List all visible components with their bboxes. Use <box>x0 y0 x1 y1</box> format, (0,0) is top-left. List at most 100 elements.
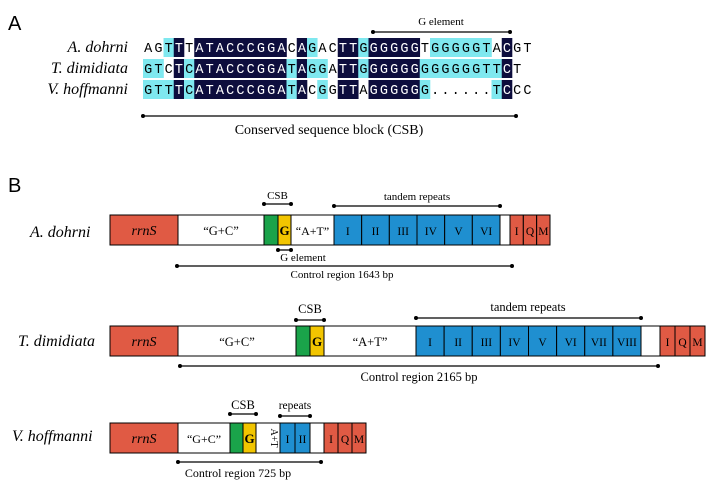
residue: C <box>247 42 255 57</box>
residue-highlight <box>317 59 328 78</box>
residue-highlight <box>173 59 185 78</box>
residue: A <box>195 84 204 99</box>
residue: A <box>329 63 338 78</box>
residue-highlight <box>409 59 421 78</box>
residue: T <box>339 42 347 57</box>
repeat-unit-label: III <box>397 226 409 238</box>
residue: C <box>185 63 193 78</box>
repeat-unit-label: I <box>428 337 432 349</box>
residue-highlight <box>184 80 195 99</box>
csb-label: CSB <box>298 302 322 316</box>
residue-highlight <box>419 80 431 99</box>
residue: A <box>298 42 307 57</box>
repeat-unit-label: VII <box>591 337 607 349</box>
repeat-unit <box>471 325 501 357</box>
residue-highlight <box>471 38 482 57</box>
residue-highlight <box>358 59 369 78</box>
trna-label: M <box>692 337 702 349</box>
residue-highlight <box>255 59 267 78</box>
residue-highlight <box>450 38 462 57</box>
repeat-unit-label: I <box>346 226 350 238</box>
residue-highlight <box>501 59 513 78</box>
residue-highlight <box>501 38 513 57</box>
residue: G <box>421 63 429 78</box>
residue-highlight <box>501 80 513 99</box>
residue: T <box>493 84 501 99</box>
csb-caption: Conserved sequence block (CSB) <box>235 123 424 138</box>
residue: G <box>308 42 316 57</box>
spacer-block <box>499 214 511 246</box>
residue-highlight <box>368 59 380 78</box>
g-label: G <box>244 431 254 446</box>
residue-highlight <box>317 80 328 99</box>
residue: G <box>431 63 439 78</box>
residue: G <box>390 42 398 57</box>
residue: C <box>288 42 296 57</box>
residue: A <box>277 84 286 99</box>
bracket-end <box>514 114 518 118</box>
residue: G <box>144 84 152 99</box>
residue-highlight <box>214 38 226 57</box>
g-element-label: G element <box>280 252 326 264</box>
residue-highlight <box>225 59 236 78</box>
control-region-label: Control region 2165 bp <box>360 370 477 384</box>
residue: G <box>359 42 367 57</box>
spacer-block <box>640 325 661 357</box>
repeats-label: repeats <box>279 400 312 412</box>
bracket-end <box>508 30 512 34</box>
residue-highlight <box>389 80 400 99</box>
residue-highlight <box>348 80 359 99</box>
residue: T <box>339 63 347 78</box>
residue: A <box>277 63 286 78</box>
residue: T <box>154 84 162 99</box>
trna-label: I <box>329 434 333 446</box>
residue-highlight <box>235 80 246 99</box>
residue-highlight <box>163 38 175 57</box>
species-label: A. dohrni <box>67 39 128 56</box>
repeat-unit-label: VIII <box>617 337 637 349</box>
g-label: G <box>312 334 322 349</box>
residue: G <box>390 84 398 99</box>
repeat-unit-label: V <box>454 226 463 238</box>
residue-highlight <box>348 38 359 57</box>
residue: G <box>318 84 326 99</box>
species-label: T. dimidiata <box>18 333 95 350</box>
residue: A <box>216 84 225 99</box>
repeat-unit <box>333 214 363 246</box>
repeats-label: tandem repeats <box>384 191 450 203</box>
residue: . <box>431 84 439 99</box>
residue: G <box>390 63 398 78</box>
residue-highlight <box>276 59 287 78</box>
residue: C <box>513 84 521 99</box>
panel-a-label: A <box>8 13 22 35</box>
residue: G <box>513 42 521 57</box>
residue: G <box>370 42 378 57</box>
residue-highlight <box>399 38 410 57</box>
residue: C <box>236 84 244 99</box>
rrns-label: rrnS <box>132 432 157 447</box>
residue: G <box>308 63 316 78</box>
residue: T <box>421 42 429 57</box>
bracket-end <box>141 114 145 118</box>
residue: T <box>206 63 214 78</box>
residue: C <box>236 42 244 57</box>
repeat-unit <box>612 325 642 357</box>
residue: . <box>462 84 470 99</box>
gc-block <box>177 422 231 454</box>
residue: T <box>185 42 193 57</box>
residue-highlight <box>194 38 205 57</box>
residue: G <box>411 63 419 78</box>
gc-label: “G+C” <box>219 335 255 349</box>
residue-highlight <box>430 38 441 57</box>
residue: T <box>165 42 173 57</box>
residue: G <box>318 63 326 78</box>
residue-highlight <box>153 80 164 99</box>
residue-highlight <box>235 38 246 57</box>
repeat-unit-label: V <box>538 337 547 349</box>
residue-highlight <box>440 59 451 78</box>
